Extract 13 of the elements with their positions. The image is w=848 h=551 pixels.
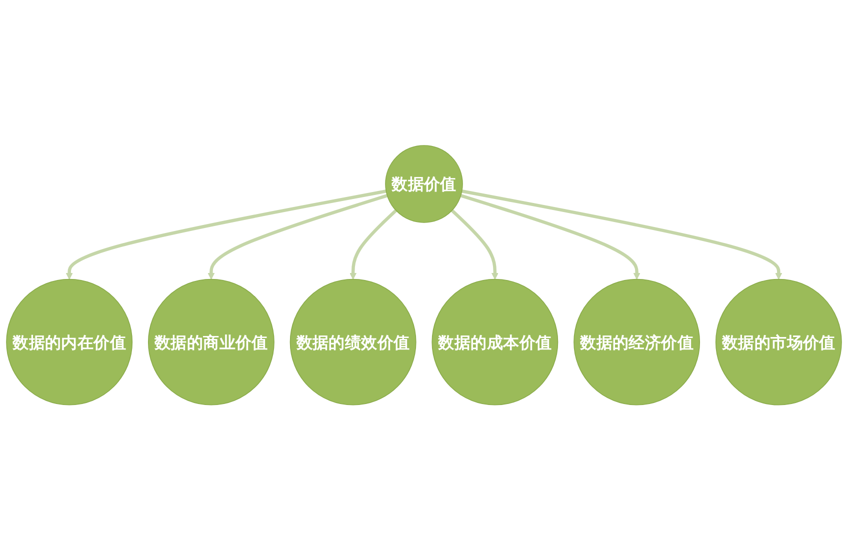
arrow (462, 190, 782, 280)
arrow (460, 194, 640, 280)
arrow (350, 210, 398, 280)
node-circle: 数据的内在价值 (6, 279, 133, 406)
node-circle: 数据的成本价值 (432, 279, 558, 406)
node-circle: 数据价值 (385, 145, 463, 224)
arrow (208, 194, 388, 280)
arrow (66, 190, 386, 280)
node-circle: 数据的绩效价值 (290, 279, 416, 406)
node-circle: 数据的经济价值 (574, 279, 700, 406)
arrow (450, 210, 498, 280)
node-circle: 数据的商业价值 (148, 279, 274, 406)
node-circle: 数据的市场价值 (715, 279, 842, 406)
